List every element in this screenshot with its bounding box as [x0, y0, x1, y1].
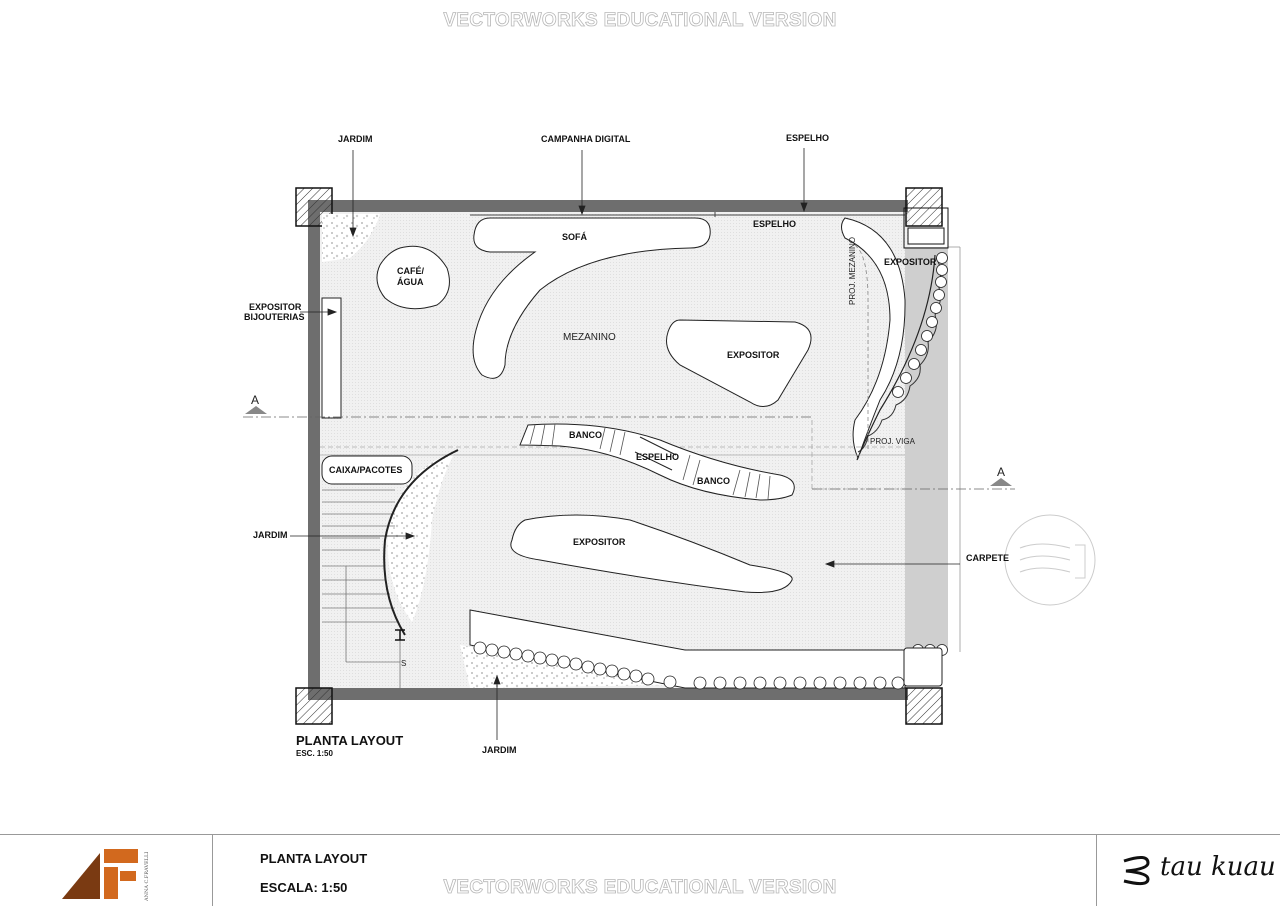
wall-bottom [320, 688, 908, 700]
garden-left [387, 452, 455, 622]
section-marker-left-icon [245, 406, 267, 414]
sheet-title: PLANTA LAYOUT [260, 851, 368, 866]
floor-plan-drawing: JARDIM CAMPANHA DIGITAL ESPELHO EXPOSITO… [243, 133, 1096, 755]
expositor-bottom-angled [469, 609, 906, 689]
brand-name: tau kuau [1160, 852, 1276, 882]
label-proj-viga: PROJ. VIGA [870, 437, 916, 446]
wall-top [320, 200, 908, 212]
label-stair-s: S [401, 659, 406, 668]
label-expositor-center: EXPOSITOR [727, 350, 780, 360]
label-expositor-bottom: EXPOSITOR [573, 537, 626, 547]
callout-campanha-digital: CAMPANHA DIGITAL [541, 134, 631, 144]
label-sofa: SOFÁ [562, 232, 588, 242]
column-top-right [905, 187, 943, 227]
label-caixa-pacotes: CAIXA/PACOTES [329, 465, 402, 475]
title-block-logo-cell: ANNA C.FRAVELLI [0, 835, 213, 906]
expositor-right-display [841, 217, 906, 460]
callout-jardim-left: JARDIM [253, 530, 288, 540]
label-espelho-center: ESPELHO [636, 452, 679, 462]
label-banco-1: BANCO [569, 430, 602, 440]
watermark-top: VECTORWORKS EDUCATIONAL VERSION [443, 10, 837, 32]
carpet-symbol-icon [1004, 514, 1096, 606]
callout-jardim-bottom: JARDIM [482, 745, 517, 755]
expositor-center-display [666, 319, 812, 407]
watermark-bottom: VECTORWORKS EDUCATIONAL VERSION [443, 877, 837, 899]
callout-espelho-top: ESPELHO [786, 133, 829, 143]
sofa [472, 217, 711, 379]
section-label-left: A [251, 393, 259, 407]
brand-mark-icon [1123, 856, 1150, 886]
garden-top-left [322, 214, 380, 262]
callout-expositor-bijouterias-line1: EXPOSITOR [249, 302, 302, 312]
label-expositor-right: EXPOSITOR [884, 257, 937, 267]
banco-bench [519, 423, 795, 501]
callout-carpete: CARPETE [966, 553, 1009, 563]
carpet-strip [905, 247, 948, 650]
label-mezanino: MEZANINO [563, 332, 616, 343]
caixa-counter [321, 455, 413, 485]
expositor-bijouterias [321, 297, 342, 419]
label-espelho-wall: ESPELHO [753, 219, 796, 229]
expositor-bottom-display [510, 514, 793, 593]
section-marker-right-icon [990, 478, 1012, 486]
title-block-brand-cell [1096, 835, 1097, 906]
callout-expositor-bijouterias-line2: BIJOUTERIAS [244, 312, 305, 322]
section-label-right: A [997, 465, 1005, 479]
wall-left [308, 200, 320, 700]
sheet-scale: ESCALA: 1:50 [260, 880, 348, 895]
column-bottom-left [295, 687, 333, 725]
label-cafe-line1: CAFÉ/ [397, 266, 424, 276]
label-cafe-line2: ÁGUA [397, 277, 424, 287]
cafe-counter [376, 245, 450, 310]
title-block: ANNA C.FRAVELLI PLANTA LAYOUT ESCALA: 1:… [0, 834, 1280, 906]
plan-scale: ESC. 1:50 [296, 749, 333, 758]
plan-title: PLANTA LAYOUT [296, 733, 404, 748]
architect-logo-icon [62, 849, 138, 899]
label-proj-mezanino: PROJ. MEZANINO [848, 237, 857, 305]
callout-jardim-top: JARDIM [338, 134, 373, 144]
column-bottom-right [905, 687, 943, 725]
label-banco-2: BANCO [697, 476, 730, 486]
